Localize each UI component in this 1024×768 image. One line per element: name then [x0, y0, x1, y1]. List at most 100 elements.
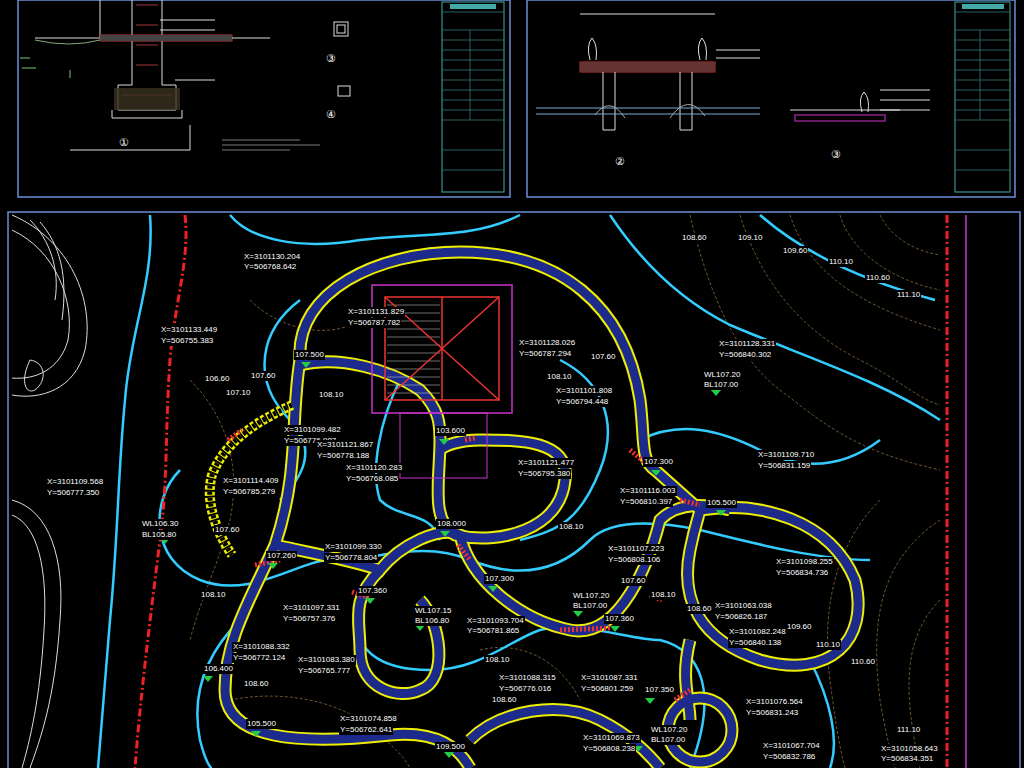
- coordinate-label: Y=506777.350: [46, 488, 100, 498]
- elevation-label: 107.300: [643, 457, 674, 467]
- coordinate-label: Y=506772.124: [232, 653, 286, 663]
- elevation-label: 107.60: [620, 576, 646, 586]
- coordinate-label: Y=506755.383: [160, 336, 214, 346]
- coordinate-label: Y=506834.736: [775, 568, 829, 578]
- coordinate-label: X=3101128.026: [518, 338, 576, 348]
- coordinate-label: X=3101058.643: [880, 744, 939, 754]
- coordinate-label: X=3101130.204: [243, 252, 301, 262]
- coordinate-label: X=3101109.710: [757, 450, 815, 460]
- coordinate-label: X=3101114.409: [222, 476, 280, 486]
- coordinate-label: X=3101082.248: [728, 627, 787, 637]
- coordinate-label: X=3101088.315: [498, 673, 557, 683]
- elevation-label: 109.10: [737, 233, 763, 243]
- coordinate-label: Y=506794.448: [555, 397, 609, 407]
- elevation-label: 107.10: [225, 388, 251, 398]
- coordinate-label: Y=506785.279: [222, 487, 276, 497]
- coordinate-label: Y=506768.085: [345, 474, 399, 484]
- coordinate-label: Y=506765.777: [297, 666, 351, 676]
- elevation-label: 108.000: [436, 519, 467, 529]
- elevation-label: 105.500: [246, 719, 277, 729]
- elevation-label: 106.60: [204, 374, 230, 384]
- coordinate-label: Y=506831.159: [757, 461, 811, 471]
- coordinate-label: Y=506801.259: [580, 684, 634, 694]
- elevation-label: 108.60: [243, 679, 269, 689]
- elevation-label: 108.10: [484, 655, 510, 665]
- coordinate-label: X=3101093.704: [466, 616, 525, 626]
- elevation-label: 108.10: [650, 590, 676, 600]
- elevation-label: 110.60: [850, 657, 876, 667]
- coordinate-label: X=3101076.564: [745, 697, 804, 707]
- coordinate-label: Y=506757.376: [282, 614, 336, 624]
- coordinate-label: X=3101099.330: [324, 542, 383, 552]
- coordinate-label: Y=506762.641: [339, 725, 393, 735]
- elevation-label: 110.10: [828, 257, 854, 267]
- water-level-label: BL107.00: [650, 735, 686, 745]
- coordinate-label: X=3101133.449: [160, 325, 218, 335]
- coordinate-label: Y=506781.865: [466, 626, 520, 636]
- elevation-label: 108.10: [200, 590, 226, 600]
- elevation-label: 108.60: [686, 604, 712, 614]
- water-level-label: WL106.30: [141, 519, 179, 529]
- elevation-label: 107.60: [590, 352, 616, 362]
- coordinate-label: X=3101087.331: [580, 673, 639, 683]
- coordinate-label: X=3101107.223: [607, 544, 665, 554]
- coordinate-label: X=3101097.331: [282, 603, 341, 613]
- elevation-label: 111.10: [896, 290, 921, 300]
- coordinate-label: Y=506826.187: [714, 612, 768, 622]
- coordinate-label: Y=506810.397: [619, 497, 673, 507]
- elevation-label: 107.350: [644, 685, 675, 695]
- elevation-label: 107.300: [484, 574, 515, 584]
- coordinate-label: X=3101101.808: [555, 386, 613, 396]
- coordinate-label: Y=506768.642: [243, 262, 297, 272]
- coordinate-label: Y=506831.243: [745, 708, 799, 718]
- elevation-label: 107.260: [266, 551, 297, 561]
- coordinate-label: X=3101063.038: [714, 601, 773, 611]
- elevation-label: 108.10: [558, 522, 584, 532]
- elevation-label: 108.10: [318, 390, 344, 400]
- coordinate-label: X=3101116.003: [619, 486, 677, 496]
- water-level-label: WL107.20: [650, 725, 688, 735]
- coordinate-label: Y=506808.238: [582, 744, 636, 754]
- elevation-label: 110.10: [815, 640, 841, 650]
- coordinate-label: Y=506834.351: [880, 754, 934, 764]
- elevation-label: 107.360: [604, 614, 635, 624]
- water-level-label: BL105.80: [141, 530, 177, 540]
- elevation-label: 111.10: [896, 725, 921, 735]
- detail-number: ②: [614, 155, 626, 167]
- coordinate-label: Y=506832.786: [762, 752, 816, 762]
- coordinate-label: Y=506840.138: [728, 638, 782, 648]
- elevation-label: 106.400: [203, 664, 234, 674]
- elevation-label: 108.60: [491, 695, 517, 705]
- coordinate-label: Y=506778.804: [324, 553, 378, 563]
- elevation-label: 109.60: [786, 622, 812, 632]
- elevation-label: 103.600: [435, 426, 466, 436]
- coordinate-label: X=3101121.867: [316, 440, 374, 450]
- water-level-label: WL107.20: [572, 591, 610, 601]
- detail-number: ④: [325, 108, 337, 120]
- water-level-label: WL107.20: [703, 370, 741, 380]
- coordinate-label: X=3101083.380: [297, 655, 356, 665]
- coordinate-label: Y=506778.188: [316, 451, 370, 461]
- water-level-label: BL106.80: [414, 616, 450, 626]
- coordinate-label: X=3101121.477: [517, 458, 575, 468]
- elevation-label: 107.60: [250, 371, 276, 381]
- coordinate-label: X=3101067.704: [762, 741, 821, 751]
- coordinate-label: X=3101109.568: [46, 477, 104, 487]
- coordinate-label: Y=506776.016: [498, 684, 552, 694]
- coordinate-label: X=3101120.283: [345, 463, 403, 473]
- elevation-label: 109.60: [782, 246, 808, 256]
- coordinate-label: X=3101074.858: [339, 714, 398, 724]
- coordinate-label: X=3101128.331: [718, 339, 776, 349]
- coordinate-label: Y=506808.106: [607, 555, 661, 565]
- water-level-label: BL107.00: [572, 601, 608, 611]
- coordinate-label: X=3101088.332: [232, 642, 291, 652]
- elevation-label: 107.60: [214, 525, 240, 535]
- detail-number: ③: [325, 52, 337, 64]
- coordinate-label: X=3101098.255: [775, 557, 834, 567]
- elevation-label: 109.500: [435, 742, 466, 752]
- coordinate-label: Y=506795.380: [517, 469, 571, 479]
- coordinate-label: X=3101131.829: [347, 307, 405, 317]
- coordinate-label: Y=506840.302: [718, 350, 772, 360]
